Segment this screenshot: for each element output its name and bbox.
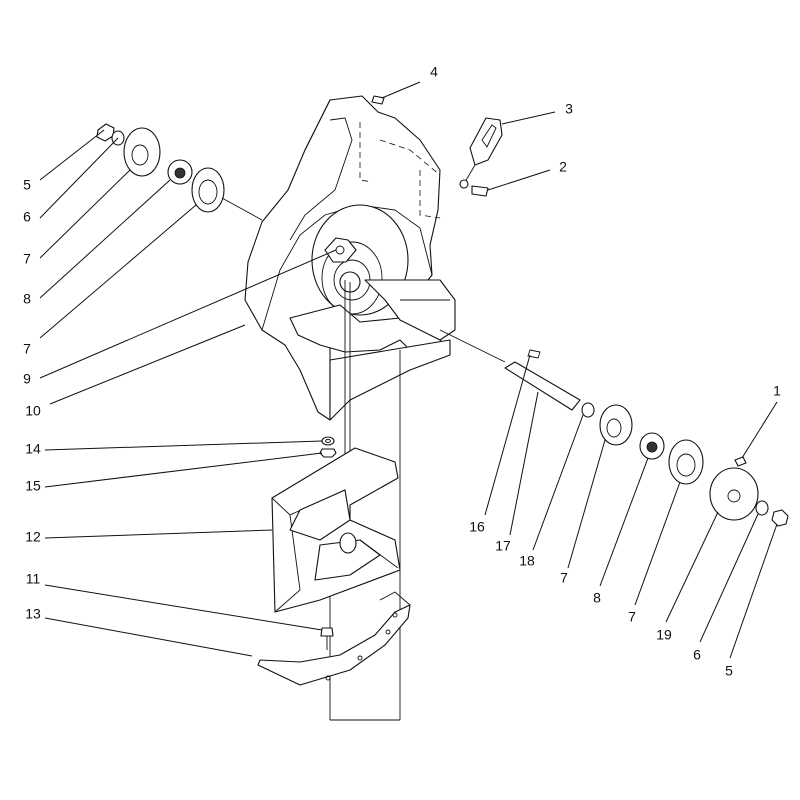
- callout-8-left: 8: [23, 291, 31, 307]
- callout-11: 11: [26, 571, 41, 587]
- callout-14: 14: [25, 441, 41, 457]
- left-bearing-stack: [96, 123, 263, 221]
- callout-6-right: 6: [693, 647, 701, 663]
- callout-7-right-b: 7: [628, 609, 636, 625]
- callout-labels: 4 3 2 5 6 7 8 7 9 10 14 15 12 11 13 1 16…: [23, 64, 781, 679]
- impeller: [271, 447, 401, 613]
- bolt-11: [320, 627, 334, 650]
- chute-plate: [289, 279, 456, 421]
- leader-lines: [39, 81, 778, 659]
- callout-17: 17: [495, 538, 511, 554]
- nut-15: [319, 448, 337, 458]
- callout-7-right-a: 7: [560, 570, 568, 586]
- callout-6-left: 6: [23, 209, 31, 225]
- callout-1: 1: [773, 383, 781, 399]
- callout-18: 18: [519, 553, 535, 569]
- callout-19: 19: [656, 627, 672, 643]
- callout-8-right: 8: [593, 590, 601, 606]
- callout-9: 9: [23, 371, 31, 387]
- washer-14: [321, 436, 335, 446]
- callout-10: 10: [25, 403, 41, 419]
- callout-13: 13: [25, 606, 41, 622]
- callout-5-left: 5: [23, 177, 31, 193]
- callout-4: 4: [430, 64, 438, 80]
- horizontal-shaft: [439, 329, 581, 411]
- callout-7-left-b: 7: [23, 341, 31, 357]
- callout-16: 16: [469, 519, 485, 535]
- callout-7-left-a: 7: [23, 251, 31, 267]
- bottom-cover: [257, 591, 411, 686]
- callout-15: 15: [25, 478, 41, 494]
- chute-lever: [459, 117, 503, 197]
- callout-3: 3: [565, 101, 573, 117]
- bolt-9: [324, 237, 357, 263]
- right-bearing-stack: [581, 402, 789, 527]
- cotter-4: [371, 95, 385, 105]
- callout-2: 2: [559, 159, 567, 175]
- callout-5-right: 5: [725, 663, 733, 679]
- callout-12: 12: [25, 529, 41, 545]
